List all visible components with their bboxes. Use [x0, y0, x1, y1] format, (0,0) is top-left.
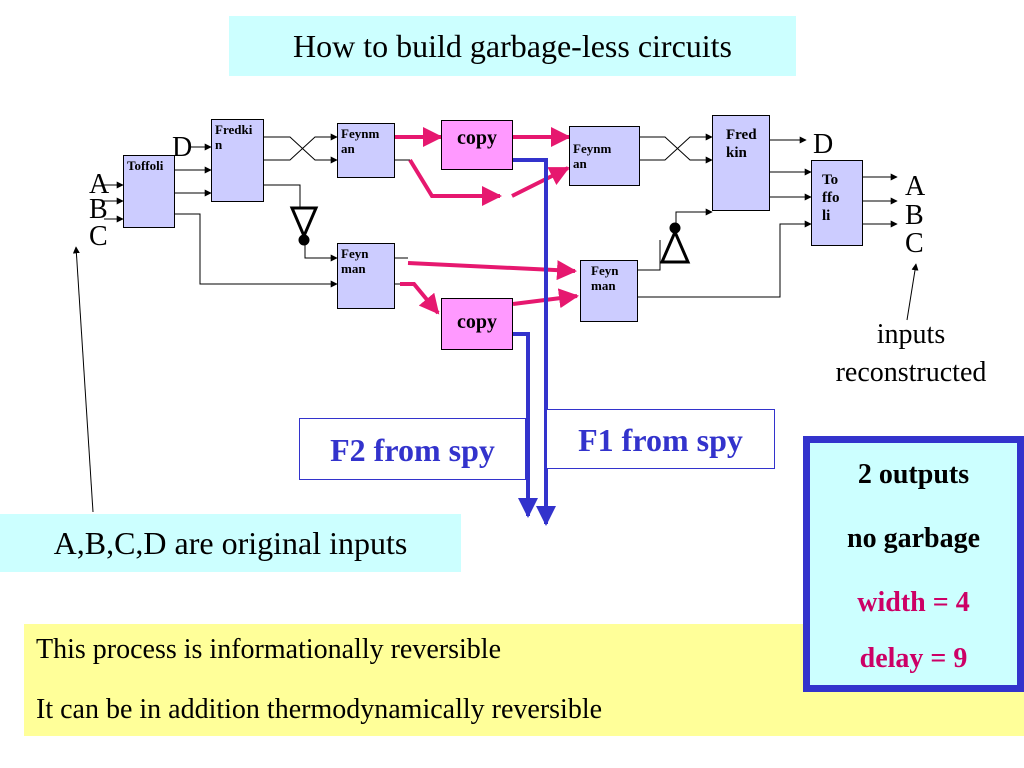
feynman-gate-bottom-right[interactable]: Feyn man	[580, 260, 638, 322]
slide-title: How to build garbage-less circuits	[229, 16, 796, 76]
fredkin-gate-right[interactable]: Fred kin	[712, 115, 770, 211]
summary-garbage: no garbage	[847, 523, 980, 554]
summary-box: 2 outputs no garbage width = 4 delay = 9	[803, 436, 1024, 692]
signal-b-left: B	[89, 194, 108, 225]
summary-outputs: 2 outputs	[857, 459, 970, 490]
fredkin-gate-left[interactable]: Fredki n	[211, 119, 264, 202]
toffoli-gate-right[interactable]: To ffo li	[811, 160, 863, 246]
signal-a-left: A	[89, 169, 110, 200]
original-inputs-arrow	[72, 246, 94, 513]
toffoli-gate-left[interactable]: Toffoli	[123, 155, 175, 228]
inverter-gates	[289, 206, 691, 264]
signal-c-right: C	[905, 228, 924, 259]
original-inputs-note: A,B,C,D are original inputs	[0, 514, 461, 572]
feynman-gate-top-left[interactable]: Feynm an	[337, 123, 395, 178]
reconstructed-line-2: reconstructed	[835, 357, 987, 388]
f2-from-spy-label: F2 from spy	[299, 418, 526, 480]
process-line-1: This process is informationally reversib…	[36, 634, 501, 665]
signal-c-left: C	[89, 221, 108, 252]
signal-a-right: A	[905, 171, 926, 202]
signal-b-right: B	[905, 200, 924, 231]
copy-gate-top[interactable]: copy	[441, 120, 513, 170]
summary-delay: delay = 9	[859, 643, 968, 674]
process-line-2: It can be in addition thermodynamically …	[36, 694, 603, 725]
copy-gate-bottom[interactable]: copy	[441, 298, 513, 350]
signal-d-right: D	[813, 129, 834, 160]
inputs-reconstructed-note: inputs reconstructed	[806, 316, 1016, 392]
signal-d-left: D	[172, 132, 193, 163]
f1-from-spy-label: F1 from spy	[546, 409, 775, 469]
summary-width: width = 4	[857, 587, 970, 618]
spy-output-lines	[513, 158, 556, 526]
feynman-gate-bottom-left[interactable]: Feyn man	[337, 243, 395, 309]
reconstructed-line-1: inputs	[876, 319, 946, 350]
reconstructed-arrow	[906, 263, 919, 321]
feynman-gate-top-right[interactable]: Feynm an	[569, 126, 640, 186]
